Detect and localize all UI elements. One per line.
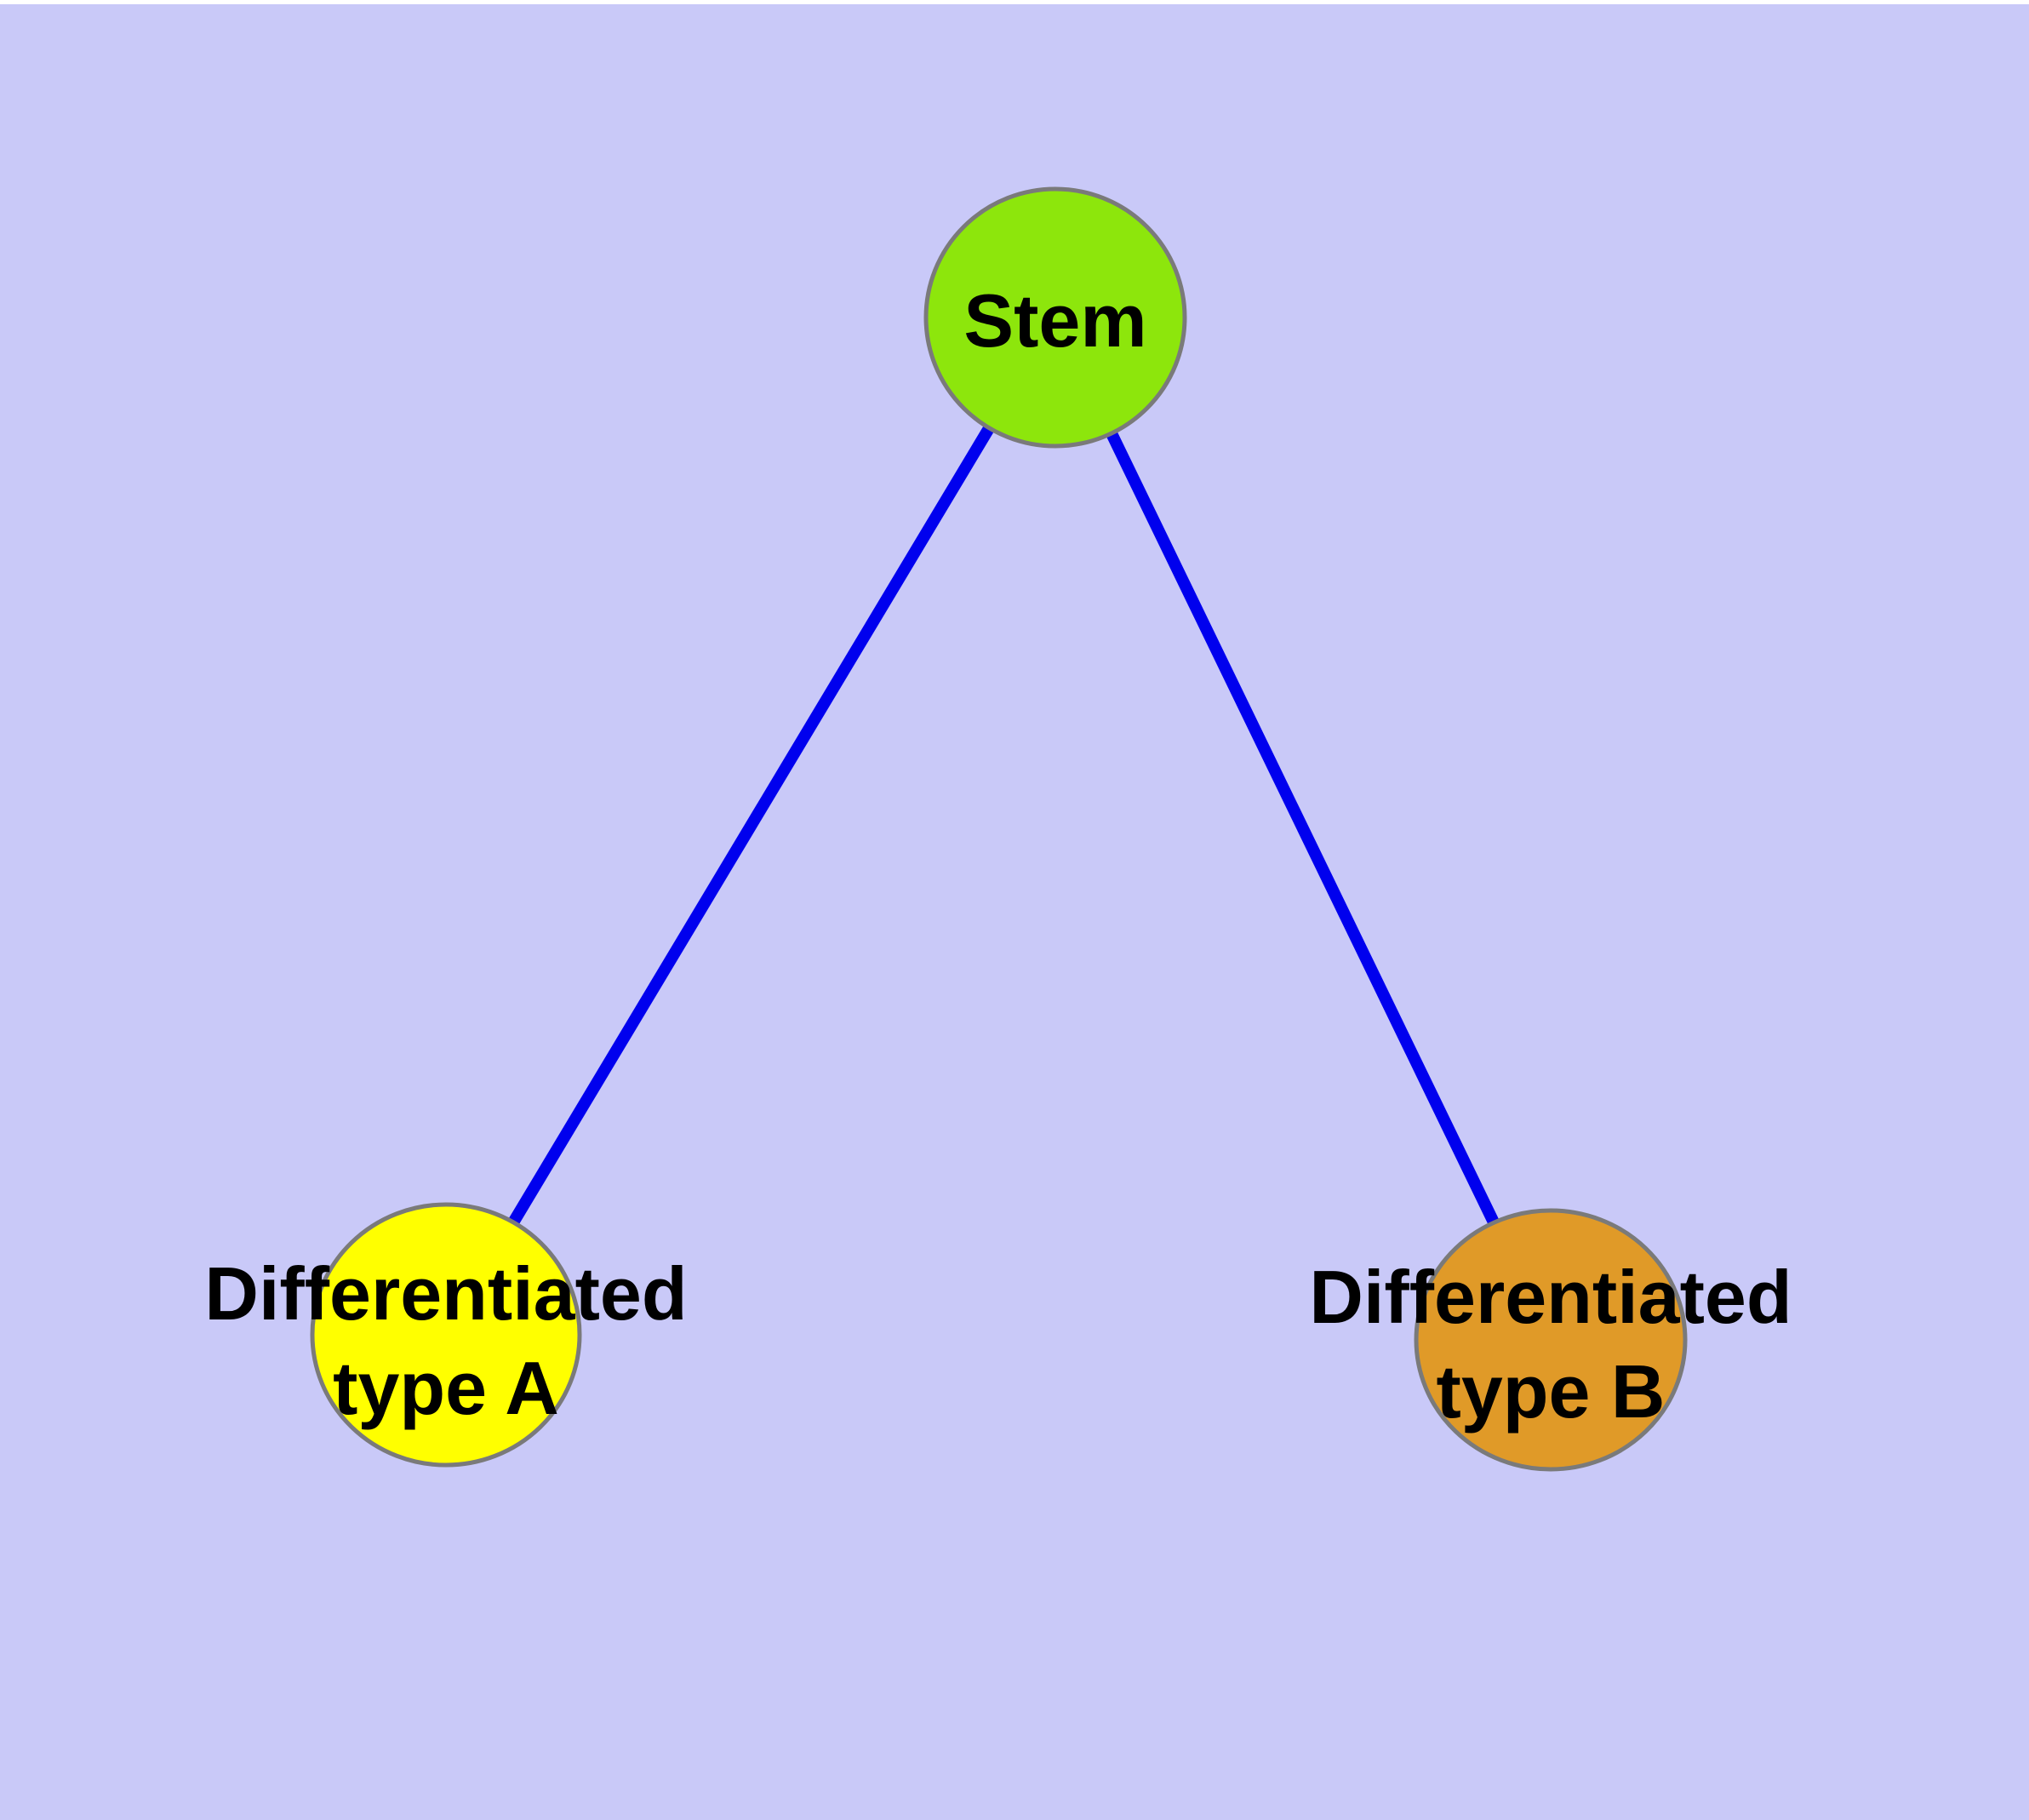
node-type-a-circle xyxy=(310,1202,582,1468)
node-type-a-label-line2: type A xyxy=(333,1346,559,1430)
edge-stem-to-type-a xyxy=(440,314,1061,1338)
node-type-b-label-line2: type B xyxy=(1437,1349,1666,1434)
node-type-a-label-line1: Differentiated xyxy=(204,1251,687,1336)
node-stem-label: Stem xyxy=(963,278,1146,363)
edge-stem-to-type-b xyxy=(1049,314,1557,1343)
node-stem-circle xyxy=(923,186,1187,449)
node-type-b-circle xyxy=(1414,1208,1688,1472)
node-type-b-label-line1: Differentiated xyxy=(1309,1255,1792,1339)
